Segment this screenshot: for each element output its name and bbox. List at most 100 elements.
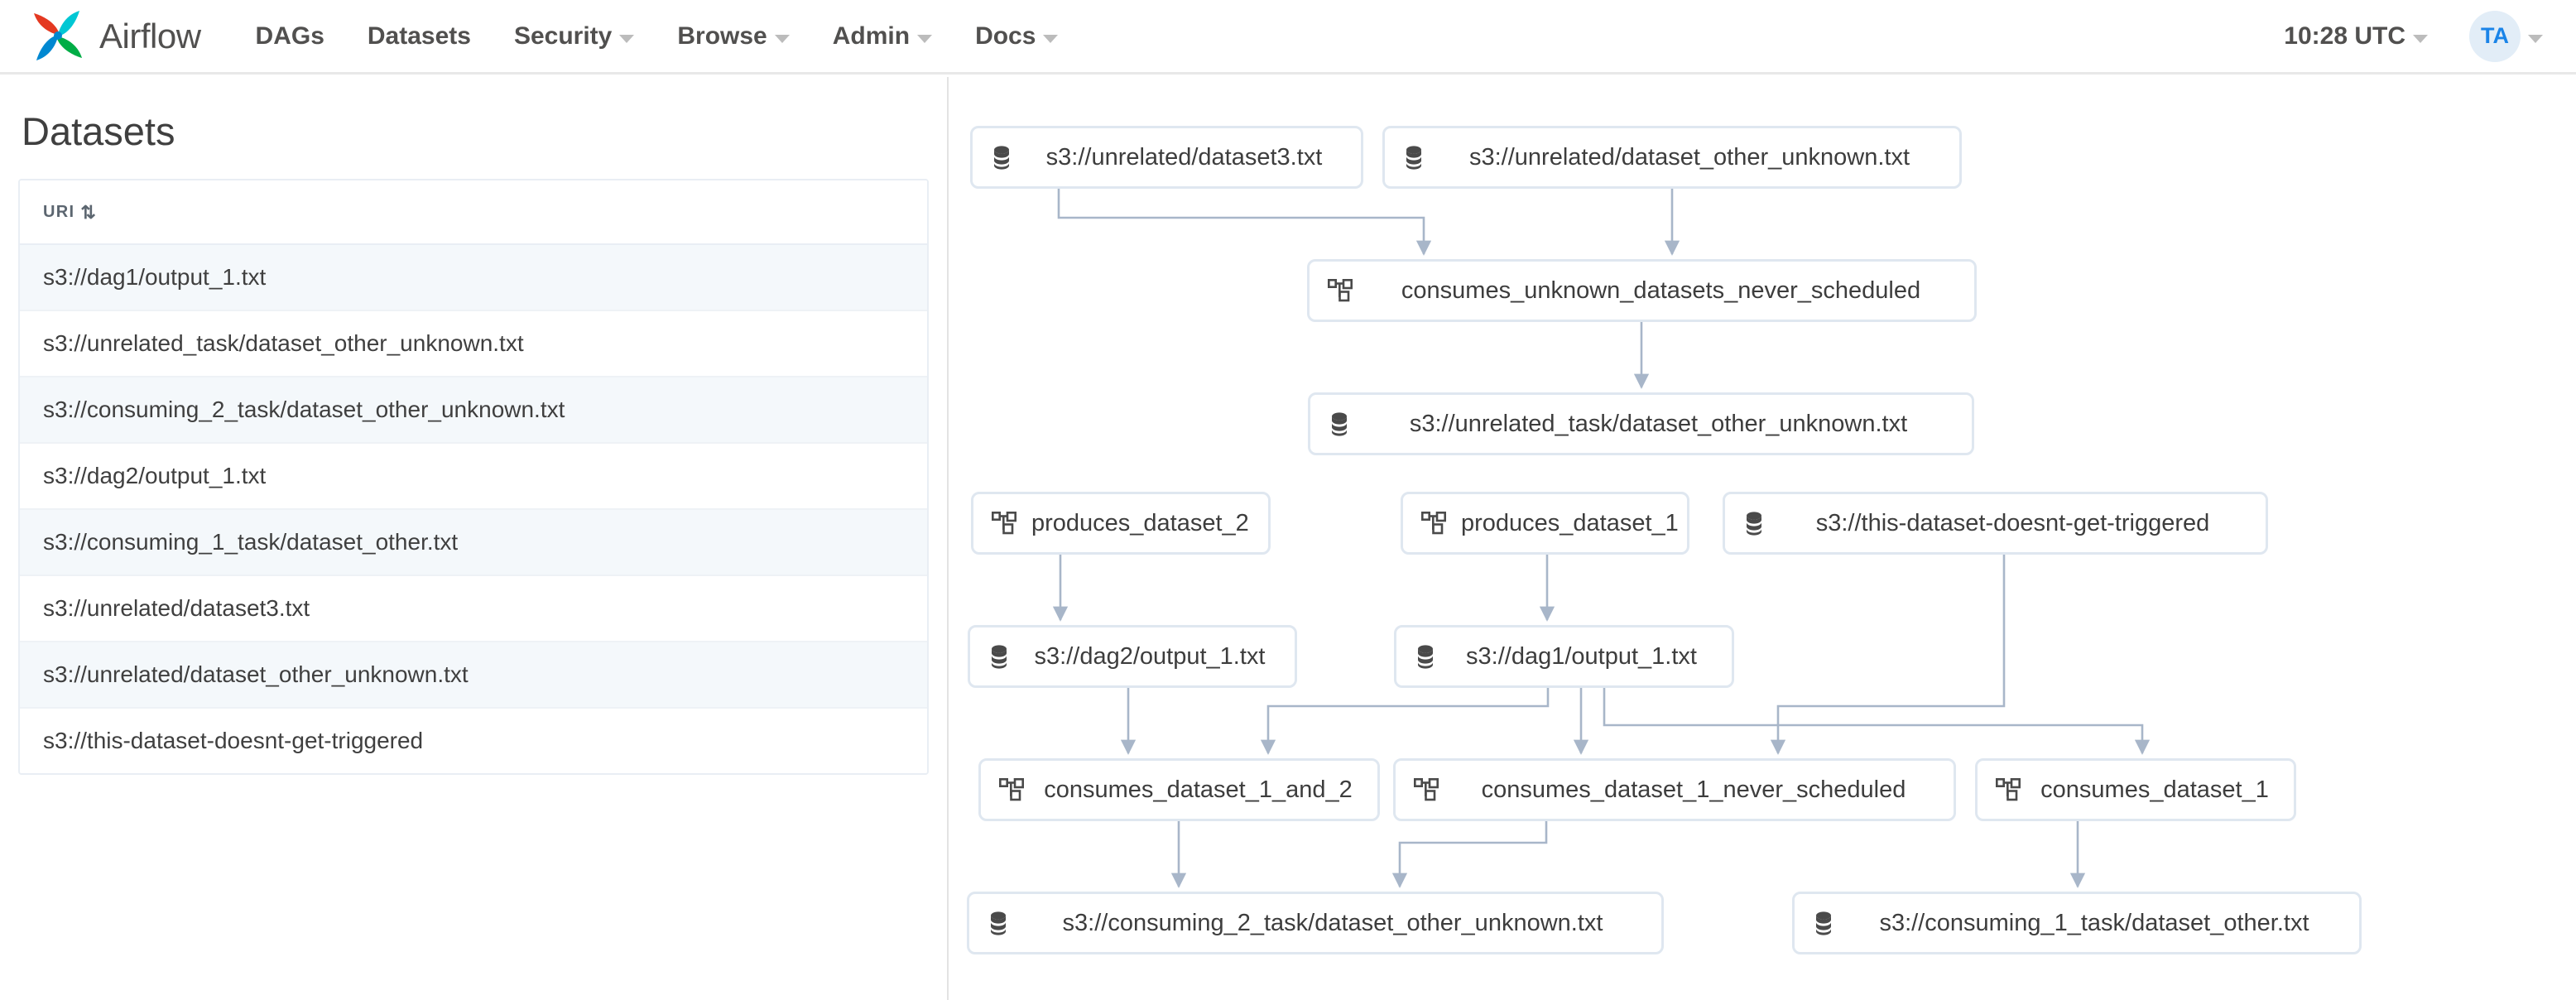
graph-node-dataset[interactable]: s3://dag1/output_1.txt [1394, 625, 1734, 688]
graph-node-dataset[interactable]: s3://unrelated/dataset_other_unknown.txt [1382, 126, 1962, 189]
graph-edge [1770, 555, 2006, 755]
graph-edge [1057, 189, 1432, 256]
column-header-uri-label: URI [43, 203, 75, 221]
database-icon [1403, 145, 1425, 170]
graph-node-dag[interactable]: produces_dataset_2 [971, 492, 1271, 555]
nav-item-docs[interactable]: Docs [975, 22, 1059, 50]
graph-node-label: consumes_dataset_1_never_scheduled [1481, 776, 1906, 803]
column-header-uri[interactable]: URI ⇅ [20, 180, 927, 245]
user-menu[interactable]: TA [2469, 10, 2543, 62]
chevron-down-icon [619, 34, 635, 43]
utc-clock-label: 10:28 UTC [2284, 22, 2405, 50]
graph-node-dataset[interactable]: s3://unrelated/dataset3.txt [970, 126, 1363, 189]
graph-node-label: s3://unrelated_task/dataset_other_unknow… [1409, 410, 1908, 437]
sitemap-icon [1414, 778, 1439, 801]
database-icon [991, 145, 1012, 170]
nav-item-admin[interactable]: Admin [832, 22, 933, 50]
datasets-table-head: URI ⇅ [20, 180, 927, 245]
graph-edge [1391, 821, 1548, 888]
graph-node-label: consumes_dataset_1_and_2 [1044, 776, 1353, 803]
table-row[interactable]: s3://this-dataset-doesnt-get-triggered [20, 708, 927, 773]
table-cell-uri[interactable]: s3://dag2/output_1.txt [20, 443, 927, 510]
sitemap-icon [992, 512, 1016, 535]
top-navbar: Airflow DAGs Datasets Security Browse Ad… [0, 0, 2576, 75]
graph-node-label: s3://consuming_1_task/dataset_other.txt [1879, 909, 2309, 936]
nav-item-docs-label: Docs [975, 22, 1036, 50]
table-row[interactable]: s3://consuming_2_task/dataset_other_unkn… [20, 377, 927, 444]
chevron-down-icon [2413, 34, 2428, 43]
table-cell-uri[interactable]: s3://consuming_1_task/dataset_other.txt [20, 509, 927, 576]
nav-item-datasets[interactable]: Datasets [368, 22, 471, 50]
graph-edge [1603, 688, 2151, 755]
table-row[interactable]: s3://dag2/output_1.txt [20, 443, 927, 510]
utc-clock[interactable]: 10:28 UTC [2284, 22, 2428, 50]
graph-node-dataset[interactable]: s3://dag2/output_1.txt [968, 625, 1297, 688]
brand[interactable]: Airflow [28, 7, 201, 66]
graph-node-dag[interactable]: consumes_dataset_1_and_2 [978, 758, 1380, 821]
graph-node-dag[interactable]: consumes_dataset_1_never_scheduled [1393, 758, 1956, 821]
nav-item-browse[interactable]: Browse [677, 22, 790, 50]
database-icon [988, 644, 1010, 669]
graph-node-label: s3://dag1/output_1.txt [1466, 642, 1697, 670]
sitemap-icon [1328, 279, 1353, 302]
graph-node-dataset[interactable]: s3://consuming_2_task/dataset_other_unkn… [967, 892, 1664, 954]
table-row[interactable]: s3://dag1/output_1.txt [20, 244, 927, 311]
graph-node-label: s3://unrelated/dataset_other_unknown.txt [1468, 143, 1910, 171]
graph-node-dataset[interactable]: s3://unrelated_task/dataset_other_unknow… [1308, 392, 1974, 455]
chevron-down-icon [1043, 34, 1059, 43]
database-icon [1743, 511, 1765, 536]
table-row[interactable]: s3://unrelated/dataset3.txt [20, 575, 927, 642]
table-cell-uri[interactable]: s3://this-dataset-doesnt-get-triggered [43, 728, 424, 753]
table-header-row: URI ⇅ [20, 180, 927, 245]
table-cell-uri[interactable]: s3://consuming_2_task/dataset_other_unkn… [20, 377, 927, 444]
graph-node-dataset[interactable]: s3://this-dataset-doesnt-get-triggered [1723, 492, 2268, 555]
chevron-down-icon [2528, 34, 2543, 43]
chevron-down-icon [774, 34, 790, 43]
nav-item-dags[interactable]: DAGs [256, 22, 324, 50]
table-cell-uri[interactable]: s3://unrelated_task/dataset_other_unknow… [20, 310, 927, 377]
database-icon [1415, 644, 1436, 669]
graph-node-label: produces_dataset_2 [1031, 509, 1249, 536]
nav-item-browse-label: Browse [677, 22, 767, 50]
graph-node-dag[interactable]: consumes_dataset_1 [1975, 758, 2296, 821]
navbar-right: 10:28 UTC TA [2284, 10, 2543, 62]
table-row[interactable]: s3://consuming_1_task/dataset_other.txt [20, 509, 927, 576]
graph-node-label: s3://this-dataset-doesnt-get-triggered [1815, 509, 2210, 536]
table-cell-uri[interactable]: s3://unrelated/dataset_other_unknown.txt [20, 642, 927, 709]
airflow-pinwheel-logo [28, 7, 88, 66]
table-row[interactable]: s3://unrelated_task/dataset_other_unknow… [20, 310, 927, 377]
chevron-down-icon [917, 34, 933, 43]
graph-node-label: s3://unrelated/dataset3.txt [1045, 143, 1323, 171]
sitemap-icon [1421, 512, 1446, 535]
page-title: Datasets [22, 109, 175, 153]
database-icon [988, 911, 1009, 935]
nav-item-dags-label: DAGs [255, 22, 324, 50]
sitemap-icon [999, 778, 1024, 801]
database-icon [1329, 411, 1350, 436]
graph-node-label: consumes_unknown_datasets_never_schedule… [1401, 276, 1921, 304]
brand-name: Airflow [99, 16, 201, 55]
sitemap-icon [1996, 778, 2021, 801]
sort-updown-icon[interactable]: ⇅ [80, 202, 98, 223]
table-cell-uri[interactable]: s3://dag1/output_1.txt [20, 244, 927, 311]
graph-edge [1260, 688, 1550, 755]
graph-node-label: produces_dataset_1 [1461, 509, 1679, 536]
graph-node-dag[interactable]: consumes_unknown_datasets_never_schedule… [1307, 259, 1977, 322]
dataset-graph-panel[interactable]: s3://unrelated/dataset3.txt s3://unrelate… [950, 77, 2576, 1000]
table-cell-uri[interactable]: s3://unrelated/dataset3.txt [20, 575, 927, 642]
graph-node-label: s3://dag2/output_1.txt [1034, 642, 1266, 670]
nav-item-datasets-label: Datasets [367, 22, 471, 50]
database-icon [1813, 911, 1834, 935]
avatar: TA [2469, 10, 2521, 62]
graph-node-dag[interactable]: produces_dataset_1 [1401, 492, 1689, 555]
nav-item-security[interactable]: Security [513, 22, 635, 50]
nav-links: DAGs Datasets Security Browse Admin Docs [256, 22, 1102, 50]
nav-item-security-label: Security [513, 22, 613, 50]
graph-node-dataset[interactable]: s3://consuming_1_task/dataset_other.txt [1792, 892, 2362, 954]
graph-node-label: s3://consuming_2_task/dataset_other_unkn… [1062, 909, 1603, 936]
table-row[interactable]: s3://unrelated/dataset_other_unknown.txt [20, 642, 927, 709]
nav-item-admin-label: Admin [832, 22, 911, 50]
